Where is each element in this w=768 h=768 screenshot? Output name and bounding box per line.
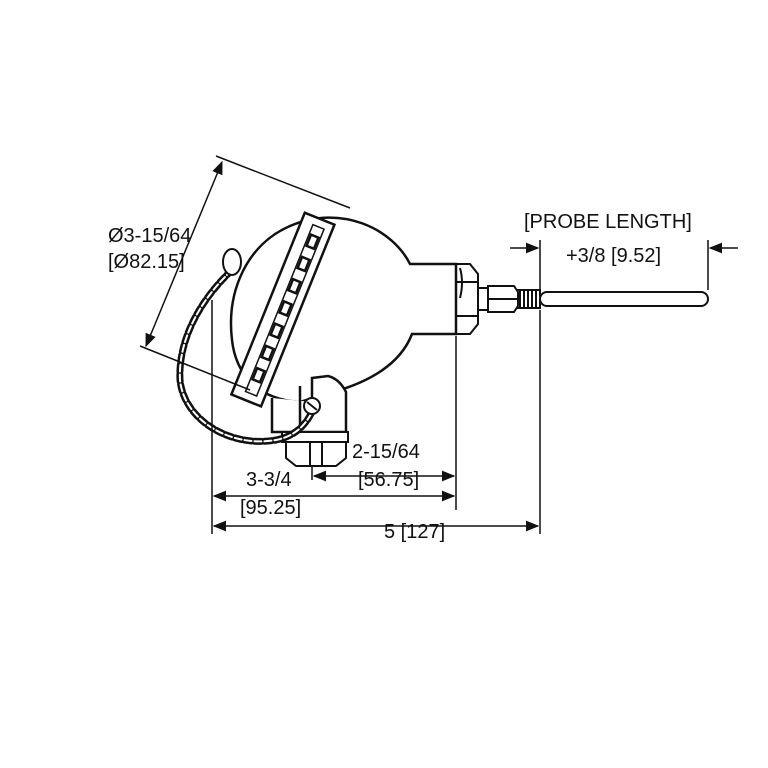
head-diameter-imperial-label: Ø3-15/64 [108, 225, 191, 247]
head-diameter-metric-label: [Ø82.15] [108, 251, 185, 273]
head-diameter-dimension [139, 155, 351, 391]
conduit-offset-metric-label: [56.75] [358, 469, 419, 491]
probe-length-value-label: +3/8 [9.52] [566, 245, 661, 267]
compression-fitting [475, 285, 541, 313]
conduit-offset-dimension [311, 336, 457, 510]
probe-length-label: [PROBE LENGTH] [524, 211, 692, 233]
overall-length-dimension [212, 310, 541, 534]
head-length-metric-label: [95.25] [240, 497, 301, 519]
overall-length-label: 5 [127] [384, 521, 445, 543]
conduit-offset-imperial-label: 2-15/64 [352, 441, 420, 463]
cover-lid [229, 211, 337, 409]
head-length-dimension [211, 300, 456, 534]
probe-length-dimension [510, 240, 738, 290]
hex-fitting [455, 263, 479, 335]
probe-sheath [539, 291, 709, 307]
head-length-imperial-label: 3-3/4 [246, 469, 292, 491]
